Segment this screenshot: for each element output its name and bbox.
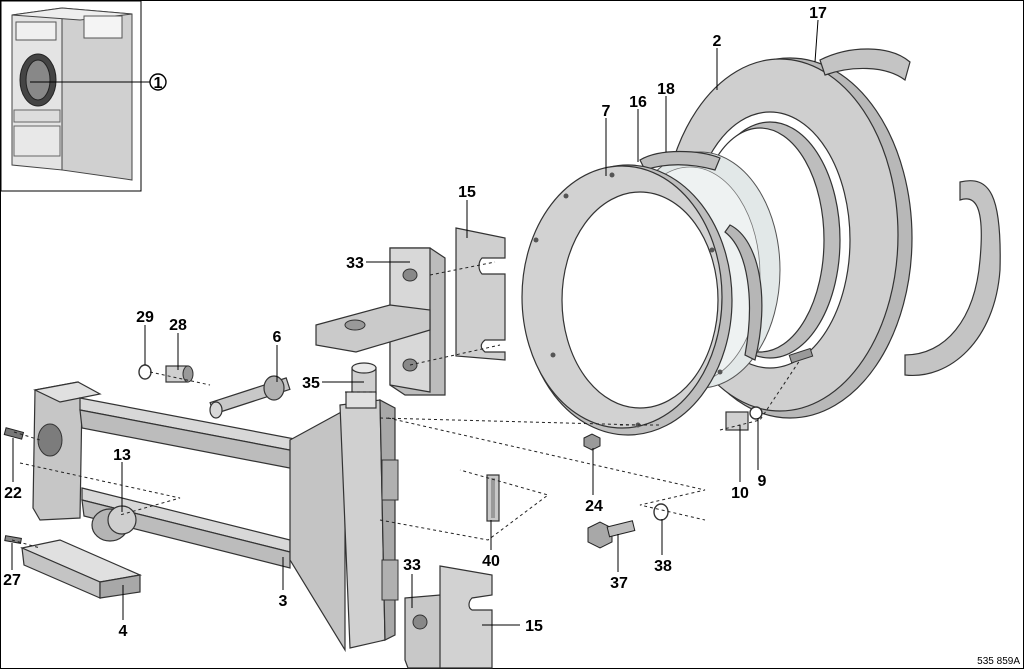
callout-9: 9 xyxy=(758,473,767,490)
callout-10: 10 xyxy=(731,485,749,502)
callout-2: 2 xyxy=(713,33,722,50)
callout-18: 18 xyxy=(657,81,675,98)
callout-3: 3 xyxy=(279,593,288,610)
callout-28: 28 xyxy=(169,317,187,334)
figure-reference: 535 859A xyxy=(977,656,1020,667)
pin-part-35 xyxy=(351,362,377,395)
handle-part-4 xyxy=(20,539,143,599)
washer-part-29 xyxy=(138,364,152,380)
door-frame-part-3 xyxy=(32,381,399,653)
front-ring-part-7 xyxy=(521,164,733,436)
callout-40: 40 xyxy=(482,553,500,570)
callout-33-upper: 33 xyxy=(346,255,364,272)
callout-17: 17 xyxy=(809,5,827,22)
pin-part-27 xyxy=(4,535,22,544)
lock-cylinder-part-13 xyxy=(91,505,137,542)
gasket-part-17 xyxy=(819,48,1001,376)
hinge-block-part-33-upper xyxy=(315,247,446,396)
washer-part-38 xyxy=(653,503,669,521)
callout-15-lower: 15 xyxy=(525,618,543,635)
callout-labels: 17 2 18 16 7 15 33 29 28 6 35 13 22 27 4… xyxy=(3,5,827,640)
callout-6: 6 xyxy=(273,329,282,346)
hinge-block-part-33-lower xyxy=(404,594,446,669)
bracket-part-15-upper xyxy=(455,227,506,361)
ring-bolt xyxy=(788,347,814,364)
callout-16: 16 xyxy=(629,94,647,111)
callout-4: 4 xyxy=(119,623,128,640)
inset-callout-label: 1 xyxy=(154,75,163,92)
seal-ring-part-18 xyxy=(639,150,763,361)
callout-24: 24 xyxy=(585,498,603,515)
shaft-part-6 xyxy=(209,375,291,419)
bushing-part-28 xyxy=(165,365,194,383)
plate-part-10 xyxy=(725,411,749,431)
callout-15-upper: 15 xyxy=(458,184,476,201)
screw-part-22 xyxy=(3,427,25,440)
inset-callout-circle xyxy=(149,73,167,91)
nut-part-24 xyxy=(583,433,601,451)
leader-lines xyxy=(11,19,819,626)
callout-33-lower: 33 xyxy=(403,557,421,574)
inset-machine-view: 1 xyxy=(0,0,167,192)
callout-13: 13 xyxy=(113,447,131,464)
latch-part-40 xyxy=(486,474,500,522)
callout-35: 35 xyxy=(302,375,320,392)
callout-38: 38 xyxy=(654,558,672,575)
bolt-part-37 xyxy=(587,520,636,549)
washer-part-9 xyxy=(749,406,763,420)
callout-22: 22 xyxy=(4,485,22,502)
assembly-lines xyxy=(11,261,801,549)
callout-7: 7 xyxy=(602,103,611,120)
bracket-part-15-lower xyxy=(439,565,493,669)
callout-37: 37 xyxy=(610,575,628,592)
callout-29: 29 xyxy=(136,309,154,326)
callout-27: 27 xyxy=(3,572,21,589)
